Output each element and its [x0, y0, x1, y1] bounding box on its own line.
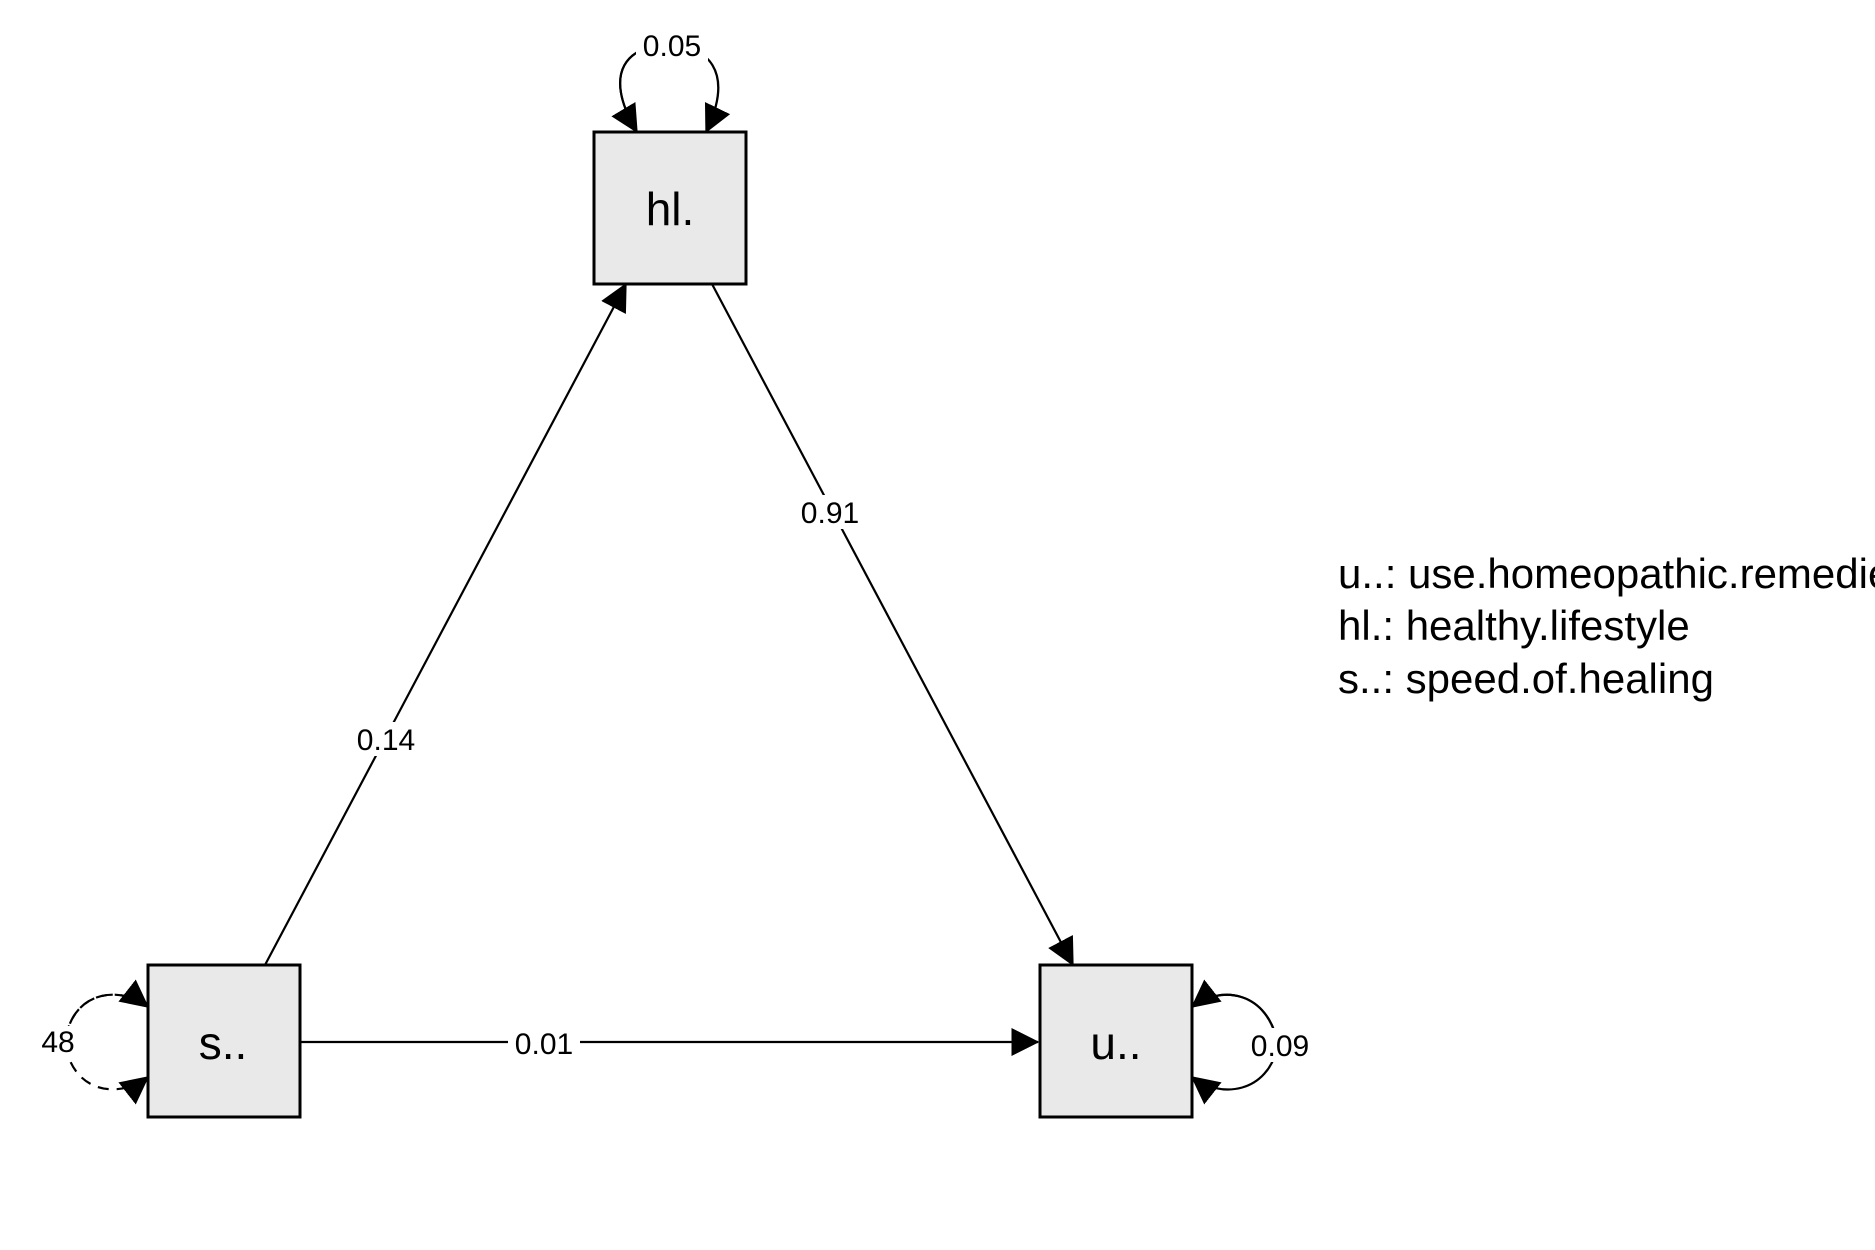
variance-label-s: 48	[41, 1026, 74, 1059]
variance-loop-s-start	[63, 979, 150, 1043]
edges	[264, 282, 1074, 1056]
node-u-label: u..	[1090, 1017, 1141, 1069]
legend-item-hl: hl.: healthy.lifestyle	[1338, 602, 1690, 649]
node-s[interactable]: s..	[146, 963, 302, 1119]
edge-label-hl-to-u: 0.91	[801, 497, 859, 530]
edge-hl-to-u	[711, 283, 1074, 967]
legend-item-s: s..: speed.of.healing	[1338, 655, 1714, 702]
variance-label-u: 0.09	[1251, 1030, 1309, 1063]
variance-label-hl: 0.05	[643, 30, 701, 63]
legend-item-u: u..: use.homeopathic.remedies	[1338, 550, 1875, 597]
node-hl-label: hl.	[646, 183, 695, 235]
edge-s-to-hl	[264, 282, 627, 966]
node-s-label: s..	[199, 1017, 248, 1069]
edge-label-s-to-hl: 0.14	[357, 724, 415, 757]
edge-label-s-to-u: 0.01	[515, 1028, 573, 1061]
node-hl[interactable]: hl.	[592, 130, 748, 286]
variance-loop-s	[63, 993, 150, 1105]
node-u[interactable]: u..	[1038, 963, 1194, 1119]
edge-labels: 0.14 0.91 0.01 0.05 48 0.09	[38, 28, 1316, 1063]
legend: u..: use.homeopathic.remedies hl.: healt…	[1338, 550, 1875, 702]
